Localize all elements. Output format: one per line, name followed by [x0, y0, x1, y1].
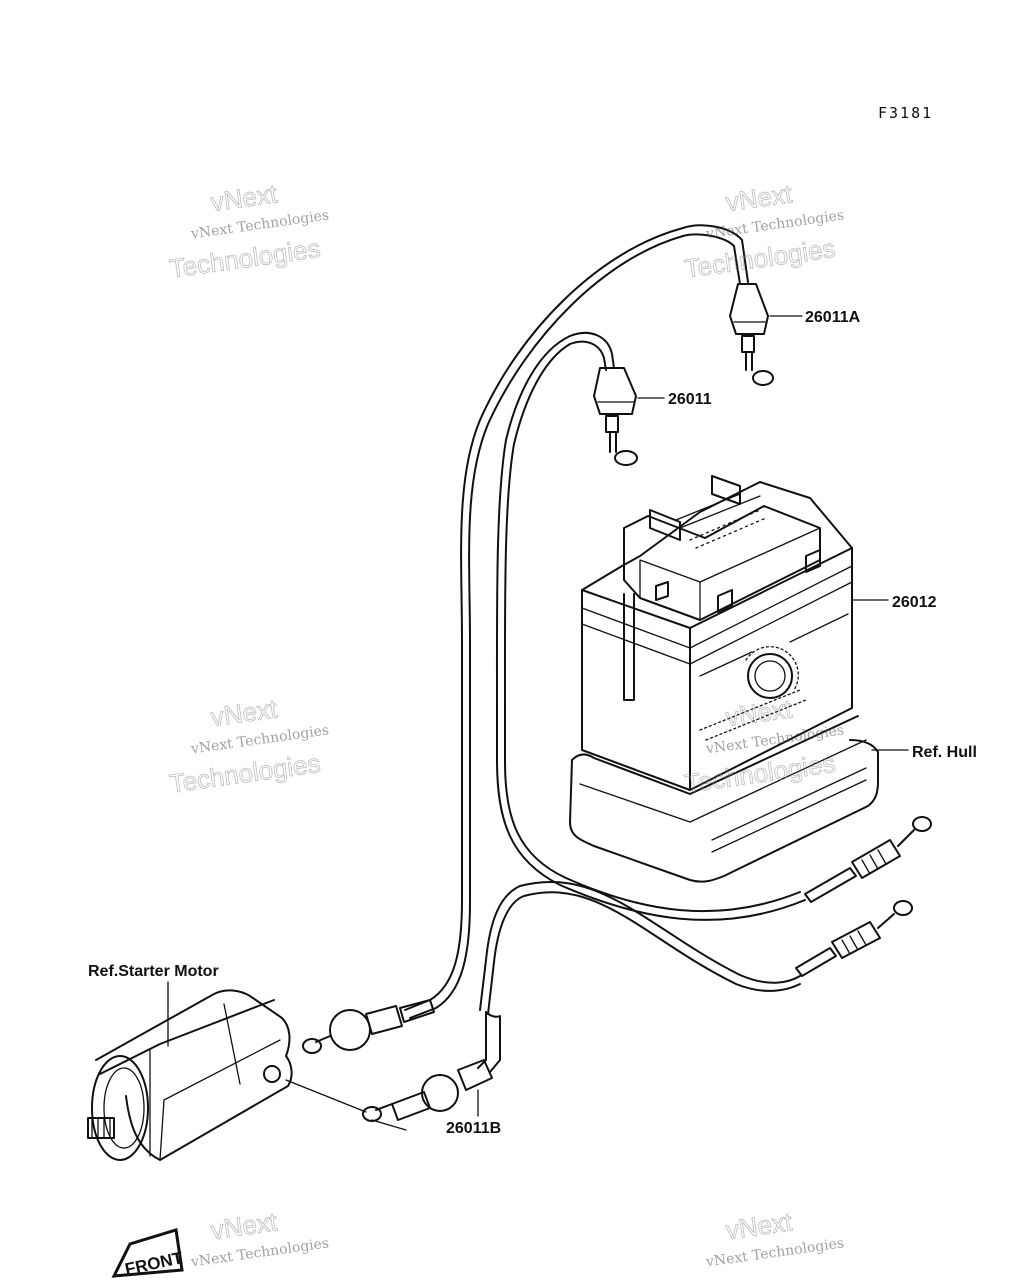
svg-text:Technologies: Technologies	[168, 233, 322, 284]
cable-26011a: 26011A	[404, 224, 861, 1019]
hull-tray: Ref. Hull	[569, 715, 977, 883]
svg-text:vNext Technologies: vNext Technologies	[189, 1235, 330, 1270]
svg-text:vNext: vNext	[724, 693, 795, 732]
cable-end-upper	[804, 816, 932, 903]
watermark-3: vNext vNext Technologies Technologies	[167, 693, 330, 799]
callout-26011a: 26011A	[805, 309, 861, 326]
watermark-4: vNext vNext Technologies Technologies	[682, 693, 845, 799]
svg-text:vNext: vNext	[724, 1206, 795, 1245]
svg-text:vNext Technologies: vNext Technologies	[704, 1235, 845, 1270]
callout-26011: 26011	[668, 391, 712, 408]
cable-end-lower	[795, 900, 913, 977]
watermark-5: vNext vNext Technologies	[189, 1206, 330, 1271]
cable-26011: 26011	[495, 331, 806, 921]
watermark-6: vNext vNext Technologies	[704, 1206, 845, 1271]
starter-motor: Ref.Starter Motor	[87, 963, 293, 1161]
svg-text:Technologies: Technologies	[168, 748, 322, 799]
callout-26011b: 26011B	[446, 1120, 501, 1137]
svg-text:Technologies: Technologies	[683, 233, 837, 284]
starter-cable-connector	[302, 999, 435, 1054]
front-marker: FRONT	[111, 1228, 185, 1279]
callout-ref-starter-motor: Ref.Starter Motor	[88, 963, 219, 980]
battery: 26012	[581, 475, 937, 791]
watermark-2: vNext vNext Technologies Technologies	[682, 178, 845, 284]
svg-text:vNext: vNext	[724, 178, 795, 217]
svg-text:vNext: vNext	[209, 693, 280, 732]
watermark-1: vNext vNext Technologies Technologies	[167, 178, 330, 284]
svg-text:vNext: vNext	[209, 178, 280, 217]
svg-text:vNext: vNext	[209, 1206, 280, 1245]
figure-code: F3181	[878, 104, 933, 122]
callout-ref-hull: Ref. Hull	[912, 744, 977, 761]
callout-26012: 26012	[892, 594, 937, 611]
cable-26011b: 26011B	[285, 880, 801, 1137]
